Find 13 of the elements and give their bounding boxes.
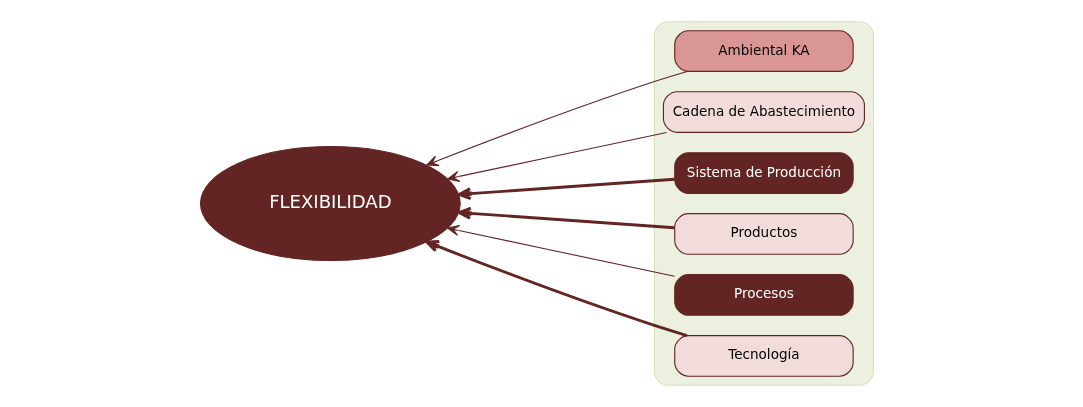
- arrow: [447, 131, 668, 183]
- node-box: Ambiental KA: [674, 30, 854, 72]
- arrow: [446, 224, 676, 277]
- node-box: Procesos: [674, 274, 854, 316]
- node-box: Productos: [674, 213, 854, 255]
- node-box: Sistema de Producción: [674, 152, 854, 194]
- arrow: [457, 177, 675, 201]
- cluster: [653, 21, 874, 386]
- arrow: [426, 70, 688, 167]
- arrow: [457, 206, 675, 230]
- node-box: Cadena de Abastecimiento: [662, 91, 865, 133]
- arrow: [425, 239, 688, 337]
- node-box: Tecnología: [674, 335, 854, 377]
